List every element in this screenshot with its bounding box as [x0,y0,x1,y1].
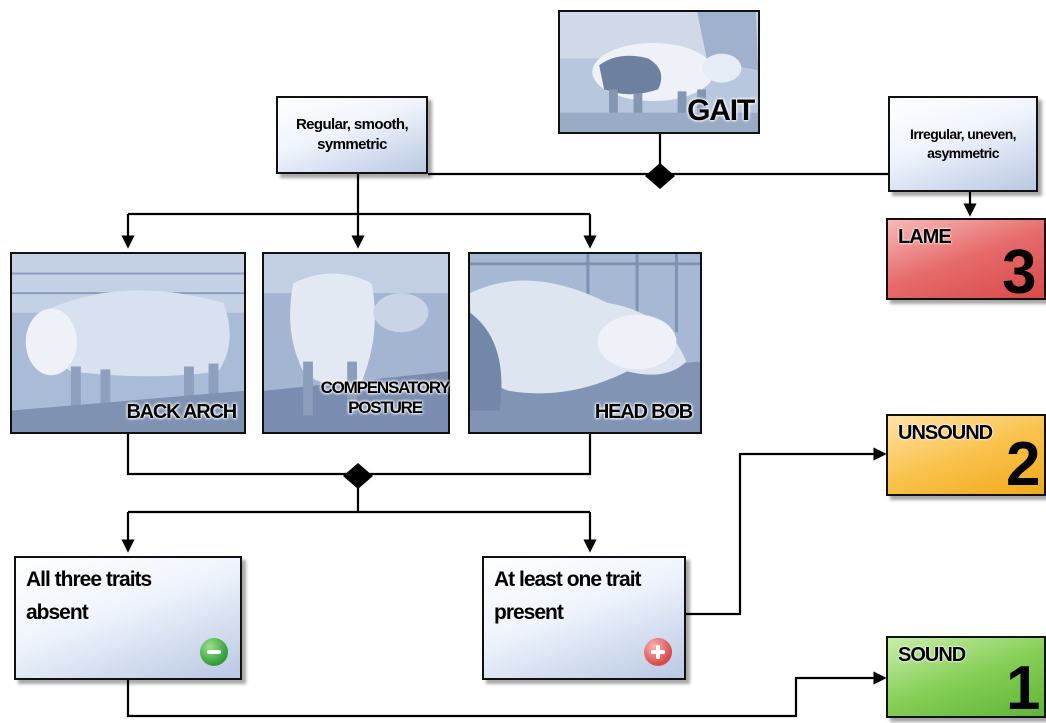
gait-cow-image [560,12,758,132]
absent-to-sound-line [126,671,887,718]
plus-icon [644,638,672,666]
unsound-score-name: UNSOUND [898,422,993,444]
head-bob-cow-image [470,254,700,432]
trait-present-line1: At least one trait [494,568,642,591]
traits-absent-box: All three traits absent [14,556,242,680]
head-bob-label: HEAD BOB [594,401,693,423]
unsound-score-box: UNSOUND 2 [886,414,1046,496]
regular-gait-box: Regular, smooth, symmetric [276,96,428,174]
regular-gait-line2: symmetric [317,136,387,153]
lame-score-name: LAME [898,226,952,248]
trait-present-line2: present [494,600,564,624]
sound-score-number: 1 [1006,654,1041,723]
unsound-score-number: 2 [1006,430,1041,499]
gait-photo: GAIT [558,10,760,134]
compensatory-cow-image [264,254,448,432]
compensatory-label: COMPENSATORY POSTURE [320,378,451,417]
traits-absent-line1: All three traits [26,568,152,591]
irregular-gait-line1: Irregular, uneven, [910,126,1017,143]
plus-glyph [651,645,665,659]
compensatory-label-line1: COMPENSATORY [320,378,451,397]
trait-present-box: At least one trait present [482,556,686,680]
minus-icon [200,638,228,666]
back-arch-photo: BACK ARCH [10,252,246,434]
gait-decision-diamond [645,163,675,189]
lame-score-box: LAME 3 [886,218,1046,304]
regular-gait-line1: Regular, smooth, [295,115,409,133]
gait-label: GAIT [687,94,755,127]
traits-absent-line2: absent [26,600,89,624]
traits-decision-diamond [343,463,373,489]
sound-score-name: SOUND [898,644,966,666]
irregular-gait-box: Irregular, uneven, asymmetric [888,96,1038,192]
sound-score-box: SOUND 1 [886,636,1046,723]
present-to-unsound-line [686,447,887,616]
back-arch-cow-image [12,254,244,432]
lame-score-number: 3 [1002,238,1037,307]
back-arch-label: BACK ARCH [126,401,237,423]
irregular-gait-line2: asymmetric [927,145,999,161]
compensatory-label-line2: POSTURE [348,397,423,417]
compensatory-posture-photo: COMPENSATORY POSTURE [262,252,451,434]
head-bob-photo: HEAD BOB [468,252,702,434]
